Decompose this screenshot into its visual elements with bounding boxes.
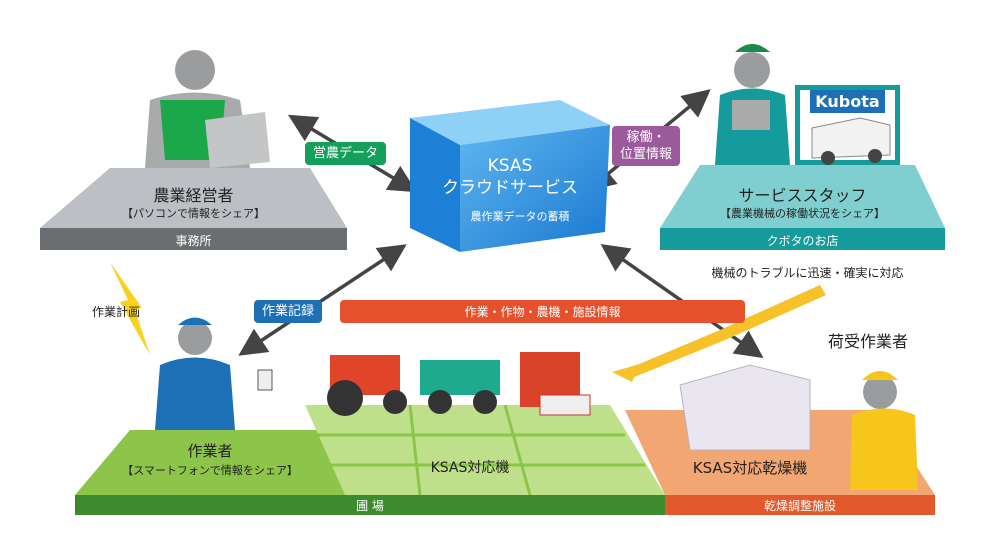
service-note: 機械のトラブルに迅速・確実に対応: [711, 266, 904, 280]
info-banner: [340, 300, 745, 323]
receiver-figure: [850, 371, 918, 490]
tag-operation-line1: 稼働・: [626, 130, 666, 145]
tag-work-record: 作業記録: [254, 300, 323, 323]
kubota-logo: Kubota: [810, 90, 885, 113]
office-platform: [40, 168, 347, 250]
office-desc: 【パソコンで情報をシェア】: [122, 207, 265, 220]
tag-operation-location: 稼働・ 位置情報: [612, 126, 681, 166]
cloud-subtitle: 農作業データの蓄積: [470, 210, 570, 223]
van-icon: [811, 117, 891, 165]
tractors-icon: [327, 352, 591, 416]
tag-farm-data: 営農データ: [305, 142, 387, 165]
field-platform: [75, 404, 665, 515]
field-desc: 【スマートフォンで情報をシェア】: [122, 464, 298, 477]
service-role: サービススタッフ: [738, 186, 867, 205]
field-place: 圃 場: [356, 499, 384, 513]
service-staff-figure: [715, 44, 790, 165]
service-platform: [660, 165, 945, 250]
cloud-title-line2: クラウドサービス: [442, 178, 578, 198]
work-plan-label: 作業計画: [92, 305, 141, 319]
yellow-arrow: [625, 285, 826, 378]
info-banner-text: 作業・作物・農機・施設情報: [464, 305, 621, 319]
manager-figure: [145, 50, 270, 168]
field-machines: KSAS対応機: [430, 460, 510, 476]
cloud-cube: [410, 100, 610, 252]
dryer-role: 荷受作業者: [828, 332, 909, 351]
service-place: クボタのお店: [766, 234, 839, 248]
arrow-cloud-worker: [238, 244, 407, 356]
office-role: 農業経営者: [153, 186, 234, 205]
lightning-icon: [110, 262, 150, 355]
dryer-machine: KSAS対応乾燥機: [692, 459, 808, 477]
office-place: 事務所: [175, 234, 212, 248]
worker-figure: [155, 317, 273, 430]
cloud-title: KSAS クラウドサービス: [410, 155, 610, 199]
field-role: 作業者: [187, 442, 233, 460]
cloud-title-line1: KSAS: [487, 156, 533, 176]
dryer-place: 乾燥調整施設: [763, 499, 836, 513]
service-desc: 【農業機械の稼働状況をシェア】: [720, 207, 885, 220]
tag-operation-line2: 位置情報: [620, 147, 673, 162]
